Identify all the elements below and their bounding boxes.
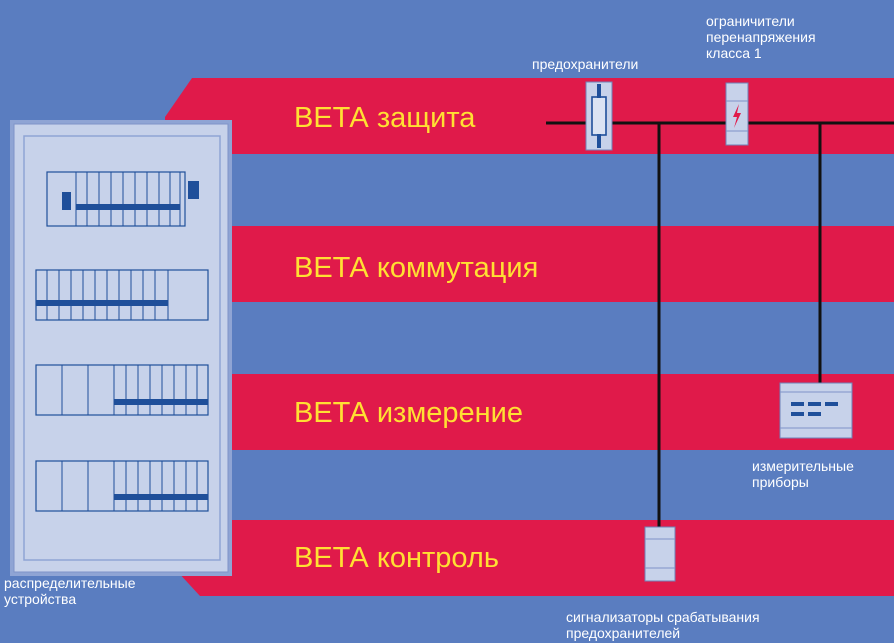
cabinet-panel-2 [35,269,209,321]
label-distribution-line-1: распределительные [4,575,136,591]
band-protection [232,78,894,154]
meter-device [779,382,853,439]
fuse-device [585,81,613,151]
label-surge-line-3: класса 1 [706,45,762,61]
label-surge-arresters: ограничители перенапряжения класса 1 [706,13,816,61]
cabinet-panel-3 [35,364,209,416]
label-fuse-indicators: сигнализаторы срабатывания предохранител… [566,609,760,641]
cabinet-panel-4 [35,460,209,512]
label-indicators-line-1: сигнализаторы срабатывания [566,609,760,625]
label-surge-line-2: перенапряжения [706,29,816,45]
label-distribution-line-2: устройства [4,591,77,607]
label-meters: измерительные приборы [752,458,854,490]
fuse-indicator-device [644,526,676,582]
band-control [232,520,894,596]
label-meters-line-1: измерительные [752,458,854,474]
label-indicators-line-2: предохранителей [566,625,681,641]
surge-arrester-device [725,82,749,146]
band-switching [232,226,894,302]
lightning-icon [733,104,741,128]
band-label-control: ВЕТА контроль [294,542,499,574]
band-label-measurement: ВЕТА измерение [294,397,523,429]
label-fuses: предохранители [532,56,639,72]
label-surge-line-1: ограничители [706,13,795,29]
band-label-protection: ВЕТА защита [294,102,476,134]
label-meters-line-2: приборы [752,474,809,490]
cabinet-panel-1 [46,171,199,227]
label-distribution: распределительные устройства [4,575,136,607]
band-label-switching: ВЕТА коммутация [294,252,539,284]
